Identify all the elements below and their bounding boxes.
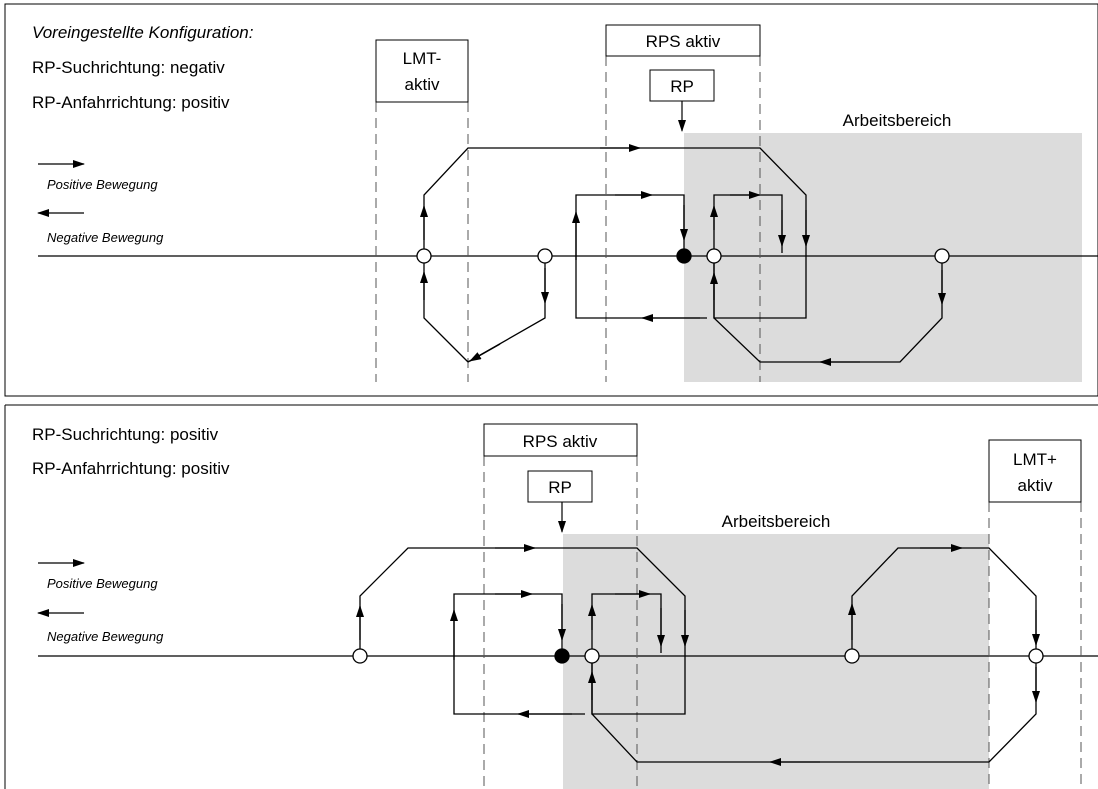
rps-box — [483, 423, 638, 457]
config-title: Voreingestellte Konfiguration: — [32, 23, 254, 42]
reference-point-marker — [554, 648, 570, 664]
lmt-plus-box — [988, 439, 1082, 503]
lmt-minus-box — [375, 39, 469, 103]
lmt-minus-label-line1: LMT- — [403, 49, 442, 68]
start-point — [706, 248, 722, 264]
path-a-arrow-left — [469, 343, 501, 362]
start-point — [844, 648, 860, 664]
start-point — [416, 248, 432, 264]
path-a-segment-1 — [467, 263, 546, 363]
start-point — [537, 248, 553, 264]
rp-label: RP — [548, 478, 572, 497]
legend-positive-label: Positive Bewegung — [47, 177, 158, 192]
path-e — [359, 547, 686, 715]
path-a-segment-2 — [423, 147, 807, 363]
rps-box — [605, 24, 761, 57]
search-direction-text: RP-Suchrichtung: negativ — [32, 58, 225, 77]
legend-negative-label: Negative Bewegung — [47, 230, 164, 245]
legend-positive-label: Positive Bewegung — [47, 576, 158, 591]
lmt-plus-label-line1: LMT+ — [1013, 450, 1057, 469]
panel-1: LMT- aktiv RPS aktiv RP Arbeitsbereich V… — [4, 3, 1098, 397]
rp-box — [649, 69, 715, 102]
search-direction-text: RP-Suchrichtung: positiv — [32, 425, 219, 444]
rp-box — [527, 470, 593, 503]
rp-label: RP — [670, 77, 694, 96]
rps-label: RPS aktiv — [523, 432, 598, 451]
work-area-label: Arbeitsbereich — [843, 111, 952, 130]
panel-1-frame — [4, 3, 1098, 397]
approach-direction-text: RP-Anfahrrichtung: positiv — [32, 459, 230, 478]
work-area-region — [563, 534, 989, 789]
start-point — [1028, 648, 1044, 664]
start-point — [584, 648, 600, 664]
rps-label: RPS aktiv — [646, 32, 721, 51]
legend-negative-label: Negative Bewegung — [47, 629, 164, 644]
start-point — [934, 248, 950, 264]
approach-direction-text: RP-Anfahrrichtung: positiv — [32, 93, 230, 112]
reference-point-marker — [676, 248, 692, 264]
panel-2: RPS aktiv RP LMT+ aktiv Arbeitsbereich R… — [4, 404, 1098, 789]
lmt-plus-label-line2: aktiv — [1018, 476, 1053, 495]
work-area-label: Arbeitsbereich — [722, 512, 831, 531]
lmt-minus-label-line2: aktiv — [405, 75, 440, 94]
work-area-region — [684, 133, 1082, 382]
start-point — [352, 648, 368, 664]
